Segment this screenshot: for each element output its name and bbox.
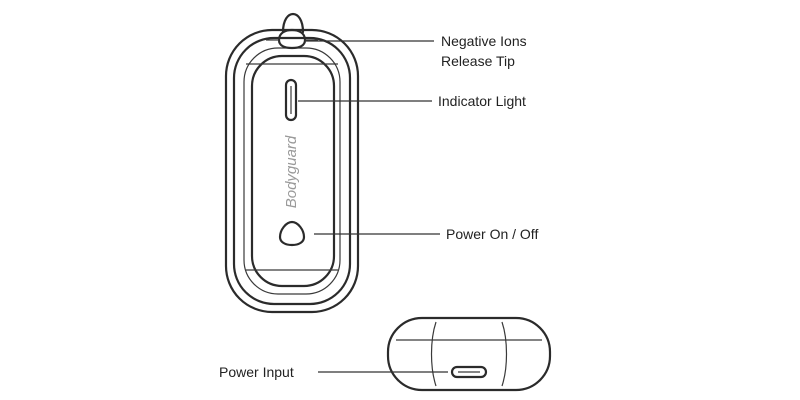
- label-indicator-light: Indicator Light: [438, 93, 526, 109]
- device-outer-band: [232, 36, 352, 306]
- label-power-on-off: Power On / Off: [446, 226, 538, 242]
- brand-logo-text: Bodyguard: [283, 135, 300, 208]
- device-bottom-view: [386, 316, 552, 392]
- label-negative-ions-line2: Release Tip: [441, 53, 515, 69]
- device-bottom-shell: [386, 316, 552, 392]
- power-input-port[interactable]: [450, 365, 488, 379]
- indicator-light: [284, 78, 298, 122]
- power-button-icon[interactable]: [278, 220, 306, 247]
- bottom-seam-left: [430, 321, 437, 387]
- label-power-input: Power Input: [219, 364, 294, 380]
- device-face-panel: [250, 54, 336, 288]
- bottom-seam-right: [501, 321, 508, 387]
- device-front-view: Bodyguard: [224, 12, 360, 314]
- label-negative-ions-line1: Negative Ions: [441, 33, 527, 49]
- lanyard-loop: [281, 12, 305, 34]
